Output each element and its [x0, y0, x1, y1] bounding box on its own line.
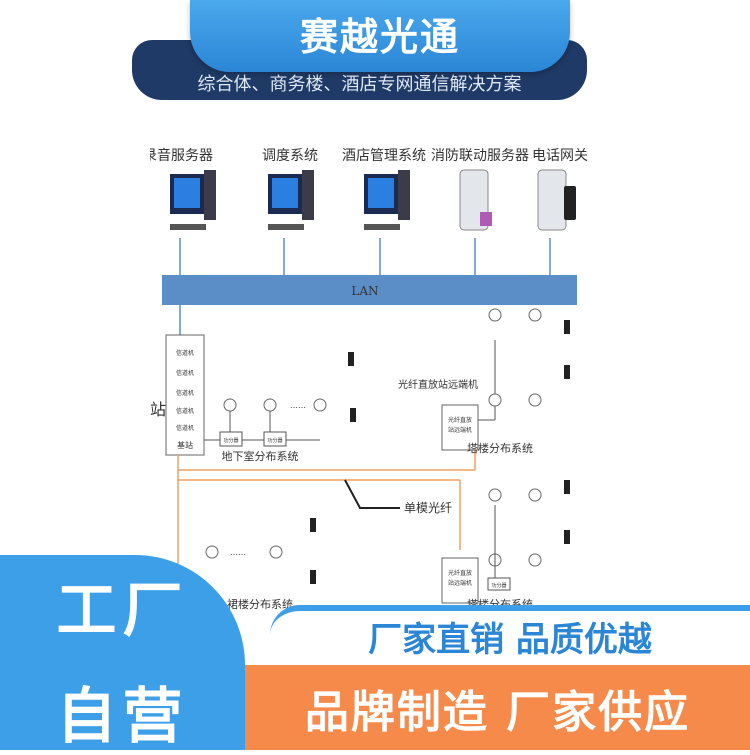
- podium-label: 裙楼分布系统: [227, 597, 293, 610]
- radio-icon: [350, 408, 356, 422]
- pc-icon: [268, 170, 314, 230]
- dots: ……: [230, 548, 246, 557]
- rack-slot: 信道机: [176, 389, 194, 397]
- radio-icon: [564, 365, 570, 379]
- rack-slot: 信道机: [176, 407, 194, 415]
- server-label: 电话网关: [532, 148, 588, 164]
- slogan-bar-blue: [270, 605, 750, 671]
- tower-label: 塔楼分布系统: [467, 441, 533, 455]
- server-label: 消防联动服务器: [431, 148, 529, 164]
- rack-slot: 信道机: [176, 349, 194, 357]
- pc-icon: [364, 170, 410, 230]
- radio-icon: [310, 518, 316, 532]
- remote-unit: [441, 557, 479, 604]
- base-station-label: 基站: [150, 400, 166, 419]
- single-mode-label: 单模光纤: [404, 501, 452, 515]
- lan-label: LAN: [351, 284, 378, 298]
- server-icon: [537, 169, 576, 231]
- radio-icon: [564, 320, 570, 334]
- brand-name: 赛越光通: [299, 15, 460, 59]
- server-label: 调度系统: [262, 148, 318, 164]
- dots: ……: [290, 401, 306, 410]
- splitter: [487, 577, 511, 591]
- slogan-direct-sales: 厂家直销 品质优越: [368, 620, 652, 660]
- basement-label: 地下室分布系统: [222, 449, 299, 463]
- splitter-label: 功分器: [223, 437, 238, 444]
- brand-banner: [190, 0, 570, 72]
- rack-slot: 信道机: [176, 369, 194, 377]
- rack-slot: 信道机: [176, 424, 194, 432]
- radio-icon: [348, 352, 354, 366]
- network-diagram: 录音服务器 调度系统 酒店管理系统 消防联动服务器 电话网关 LAN 信道机 信…: [150, 147, 588, 610]
- fiber-remote-label: 光纤直放站远端机: [398, 378, 478, 391]
- server-label: 录音服务器: [150, 147, 213, 164]
- radio-icon: [564, 530, 570, 544]
- splitter-label: 功分器: [267, 437, 282, 444]
- factory-text-bottom: 自营: [56, 682, 189, 752]
- base-station-rack: [165, 334, 205, 456]
- remote-unit-text: 站远端机: [448, 426, 472, 434]
- pc-icon: [170, 170, 216, 230]
- remote-unit-text: 光纤直放: [448, 416, 472, 424]
- splitter: [263, 431, 287, 447]
- lan-bar: [162, 275, 577, 305]
- server-icon: [459, 169, 492, 231]
- server-label: 酒店管理系统: [342, 148, 426, 164]
- splitter-label: 功分器: [491, 582, 506, 589]
- radio-icon: [564, 480, 570, 494]
- remote-unit-text: 站远端机: [448, 579, 472, 587]
- slogan-bar-orange: [245, 665, 750, 750]
- base-station-foot: 基站: [177, 440, 193, 450]
- splitter: [219, 431, 243, 447]
- factory-text-top: 工厂: [56, 576, 189, 646]
- remote-unit: [441, 404, 479, 451]
- radio-icon: [310, 570, 316, 584]
- remote-unit-text: 光纤直放: [448, 569, 472, 577]
- slogan-brand: 品牌制造 厂家供应: [304, 687, 691, 738]
- subtitle: 综合体、商务楼、酒店专网通信解决方案: [197, 74, 522, 95]
- factory-badge: [0, 555, 245, 750]
